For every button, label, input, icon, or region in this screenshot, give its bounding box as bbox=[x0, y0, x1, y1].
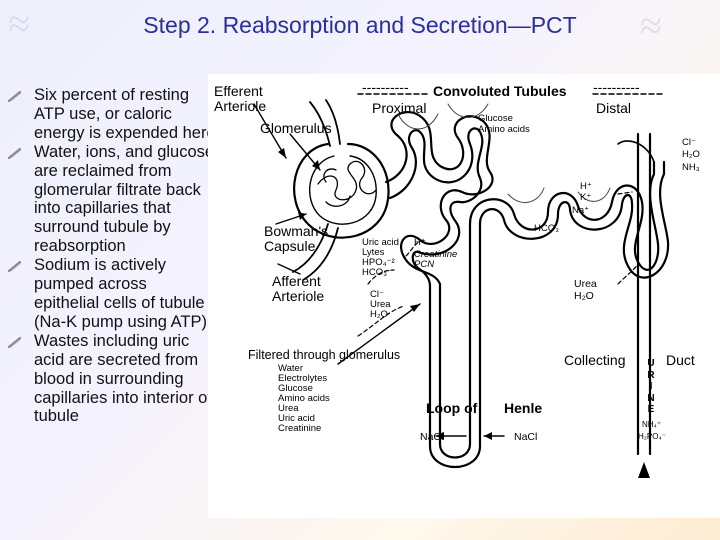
urine-letter: R bbox=[647, 369, 655, 381]
background-decoration: ≈ bbox=[8, 1, 30, 46]
bullet-item: Six percent of resting ATP use, or calor… bbox=[8, 86, 216, 143]
label-line: Efferent bbox=[214, 83, 263, 99]
bullet-list: Six percent of resting ATP use, or calor… bbox=[8, 86, 216, 426]
bullet-icon bbox=[8, 261, 22, 273]
label-line: Electrolytes bbox=[278, 373, 328, 384]
bullet-item: Wastes including uric acid are secreted … bbox=[8, 332, 216, 427]
afferent-arteriole-label: Afferent Arteriole bbox=[272, 274, 324, 304]
cl-label: Cl⁻ bbox=[682, 137, 696, 148]
arrow-line bbox=[277, 263, 301, 275]
urea-h2o-column: Urea H₂O bbox=[574, 278, 597, 302]
nh4-label: NH₄⁺ bbox=[642, 420, 662, 429]
k-plus-label: K⁺ bbox=[580, 192, 592, 203]
glomerulus-label: Glomerulus bbox=[260, 120, 332, 136]
nephron-diagram: Efferent Arteriole ---------- Convoluted… bbox=[208, 74, 720, 518]
nephron-drawing bbox=[253, 93, 670, 478]
bowmans-capsule-shape bbox=[293, 142, 390, 239]
bullet-text: Sodium is actively pumped across epithel… bbox=[34, 256, 208, 331]
dashes-right: ---------- bbox=[593, 79, 640, 95]
label-line: Glucose bbox=[278, 383, 313, 394]
cl-urea-h2o-column: Cl⁻ Urea H₂O bbox=[370, 290, 391, 320]
urine-vertical-label: U R I N E bbox=[646, 358, 656, 416]
label-line: PCN bbox=[414, 259, 435, 270]
afferent-arteriole-vessel bbox=[292, 223, 329, 273]
label-line: Uric acid bbox=[362, 237, 399, 248]
arrow-line bbox=[253, 103, 287, 159]
filtered-items-column: Water Electrolytes Glucose Amino acids U… bbox=[278, 364, 330, 434]
arrow-line bbox=[337, 303, 421, 365]
amino-acids-label: Amino acids bbox=[478, 124, 530, 135]
urine-letter: E bbox=[647, 404, 655, 415]
filtered-label: Filtered through glomerulus bbox=[248, 348, 401, 362]
urine-letter: N bbox=[647, 392, 655, 404]
proximal-label: Proximal bbox=[372, 100, 427, 116]
dashes-left: ---------- bbox=[362, 79, 409, 95]
label-line: H₂O bbox=[574, 290, 594, 302]
nacl-right-label: NaCl bbox=[514, 431, 538, 443]
label-line: Capsule bbox=[264, 238, 316, 254]
label-line: Urea bbox=[370, 299, 391, 310]
label-line: Arteriole bbox=[214, 98, 267, 114]
glomerulus-shape bbox=[317, 160, 377, 207]
label-line: Uric acid bbox=[278, 413, 315, 424]
background-decoration: ≈ bbox=[640, 3, 662, 48]
bullet-text: Six percent of resting ATP use, or calor… bbox=[34, 86, 216, 142]
collecting-duct-shape bbox=[617, 140, 655, 163]
label-line: Creatinine bbox=[278, 423, 322, 434]
efferent-arteriole-vessel bbox=[309, 101, 331, 147]
loop-of-label: Loop of bbox=[426, 400, 478, 416]
hpo4-label: H₂PO₄⁻ bbox=[638, 432, 666, 441]
label-line: Water bbox=[278, 363, 303, 374]
efferent-arteriole-label: Efferent Arteriole bbox=[214, 84, 266, 114]
nacl-left-label: NaCl bbox=[420, 431, 444, 443]
label-line: H₂O bbox=[370, 309, 388, 320]
h-plus-pct-label: H⁺ bbox=[414, 237, 426, 248]
arrow-line bbox=[617, 191, 633, 195]
henle-label: Henle bbox=[504, 400, 543, 416]
duct-label: Duct bbox=[666, 352, 695, 368]
uric-acid-column: Uric acid Lytes HPO₄⁻² HCO₃⁻ bbox=[362, 238, 399, 278]
h-plus-label: H⁺ bbox=[580, 181, 592, 192]
label-line: Bowman's bbox=[264, 223, 329, 239]
arrow-line bbox=[405, 239, 423, 257]
collecting-label: Collecting bbox=[564, 352, 626, 368]
label-line: Lytes bbox=[362, 247, 385, 258]
label-line: Amino acids bbox=[278, 393, 330, 404]
hco3-label: HCO₃ bbox=[534, 223, 559, 234]
convoluted-tubules-label: Convoluted Tubules bbox=[433, 83, 567, 99]
arrow-line bbox=[617, 263, 639, 285]
distal-tubule-shape bbox=[468, 160, 660, 271]
urine-letter: I bbox=[649, 381, 653, 392]
label-line: Urea bbox=[278, 403, 299, 414]
label-line: Arteriole bbox=[272, 288, 325, 304]
label-line: HPO₄⁻² bbox=[362, 257, 395, 268]
label-line: Creatinine bbox=[414, 249, 458, 260]
loop-of-henle-shape bbox=[438, 222, 472, 459]
glucose-label: Glucose bbox=[478, 113, 513, 124]
slide-title: Step 2. Reabsorption and Secretion—PCT bbox=[143, 12, 577, 38]
arrow-line bbox=[367, 269, 395, 285]
bullet-icon bbox=[8, 336, 22, 348]
distal-label: Distal bbox=[596, 100, 632, 116]
bowmans-capsule-label: Bowman's Capsule bbox=[264, 224, 328, 254]
urine-letter: U bbox=[647, 358, 655, 369]
bullet-icon bbox=[8, 90, 22, 102]
creatinine-pcn-label: Creatinine PCN bbox=[414, 250, 457, 270]
arrow-line bbox=[357, 305, 405, 337]
label-line: HCO₃⁻ bbox=[362, 267, 392, 278]
bullet-text: Wastes including uric acid are secreted … bbox=[34, 331, 212, 426]
label-line: Afferent bbox=[272, 273, 321, 289]
bullet-icon bbox=[8, 147, 22, 159]
bullet-item: Sodium is actively pumped across epithel… bbox=[8, 256, 216, 332]
nh3-label: NH₃ bbox=[682, 162, 700, 173]
proximal-tubule-shape bbox=[384, 110, 494, 286]
bullet-item: Water, ions, and glucose are reclaimed f… bbox=[8, 143, 216, 256]
label-line: Urea bbox=[574, 278, 597, 290]
bullet-text: Water, ions, and glucose are reclaimed f… bbox=[34, 142, 215, 256]
na-plus-label: Na⁺ bbox=[572, 205, 590, 216]
label-line: Cl⁻ bbox=[370, 289, 384, 300]
h2o-label: H₂O bbox=[682, 149, 700, 160]
